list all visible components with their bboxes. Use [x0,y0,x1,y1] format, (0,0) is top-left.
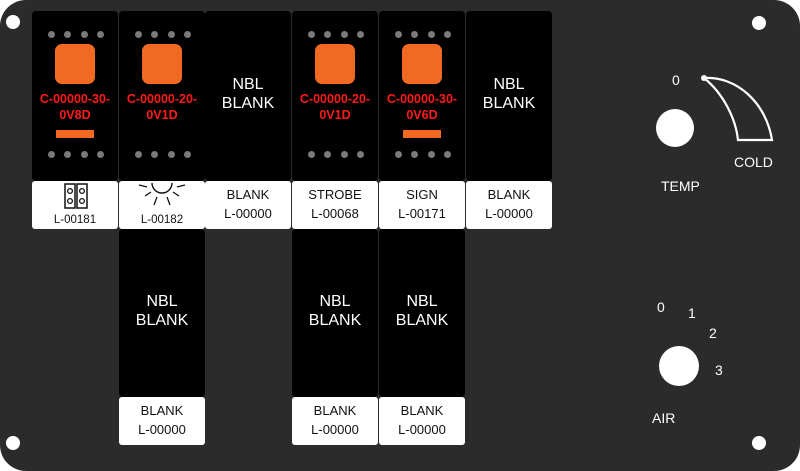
part-number: L-00000 [485,206,533,221]
contact-dots [395,151,451,158]
switch-code: C-00000-20- 0V1D [299,92,371,122]
contact-dots [308,151,364,158]
contact-dots [135,31,191,38]
blank-switch-title: NBL BLANK [395,293,449,329]
switch-label-4: STROBE L-00068 [292,181,378,229]
blank-switch-title: NBL BLANK [308,293,362,329]
rocker-switch-5[interactable]: C-00000-30- 0V6D [379,11,465,181]
air-position-1: 1 [688,305,696,321]
part-number: L-00000 [138,422,186,437]
label-function: BLANK [313,403,357,418]
indicator-lamp [55,44,95,84]
mounting-hole [6,436,20,450]
indicator-lamp [142,44,182,84]
temp-knob[interactable] [656,109,694,147]
label-function: BLANK [140,403,184,418]
switch-code: C-00000-30- 0V8D [39,92,111,122]
blank-switch-title: NBL BLANK [221,76,275,112]
part-number: L-00171 [398,206,446,221]
indicator-bar [56,130,94,138]
indicator-bar [403,130,441,138]
switch-label-2: L-00182 [119,181,205,229]
rocker-switch-4[interactable]: C-00000-20- 0V1D [292,11,378,181]
temp-scale-icon [701,75,774,142]
label-function: BLANK [226,187,270,202]
switch-label-1: L-00181 [32,181,118,229]
air-knob[interactable] [659,346,699,386]
part-number: L-00182 [140,214,184,226]
contact-dots [308,31,364,38]
light-rays-icon [138,182,186,206]
part-number: L-00000 [224,206,272,221]
blank-switch-title: NBL BLANK [482,76,536,112]
contact-dots [395,31,451,38]
mounting-hole [6,15,20,29]
part-number: L-00000 [398,422,446,437]
mounting-hole [752,16,766,30]
rocker-switch-2[interactable]: C-00000-20- 0V1D [119,11,205,181]
contact-dots [48,31,104,38]
part-number: L-00000 [311,422,359,437]
label-function: BLANK [487,187,531,202]
air-position-2: 2 [709,325,717,341]
switch-label-6: BLANK L-00000 [466,181,552,229]
indicator-lamp [402,44,442,84]
temp-min-label: 0 [672,72,680,88]
contact-dots [135,151,191,158]
switch-label-3: BLANK L-00000 [205,181,291,229]
part-number: L-00068 [311,206,359,221]
switch-label-7: BLANK L-00000 [119,397,205,445]
switch-code: C-00000-20- 0V1D [126,92,198,122]
temp-max-label: COLD [734,154,773,170]
label-function: BLANK [400,403,444,418]
label-function: STROBE [308,187,362,202]
air-position-3: 3 [715,362,723,378]
switch-label-5: SIGN L-00171 [379,181,465,229]
label-function: SIGN [406,187,438,202]
double-rocker-icon [64,183,88,209]
contact-dots [48,151,104,158]
air-position-0: 0 [657,299,665,315]
part-number: L-00181 [53,214,97,226]
air-title: AIR [652,410,676,426]
mounting-hole [752,436,766,450]
blank-switch-6[interactable]: NBL BLANK [466,11,552,181]
blank-switch-3[interactable]: NBL BLANK [205,11,291,181]
blank-switch-9[interactable]: NBL BLANK [379,229,465,397]
temp-title: TEMP [661,178,700,194]
indicator-lamp [315,44,355,84]
blank-switch-title: NBL BLANK [135,293,189,329]
switch-code: C-00000-30- 0V6D [386,92,458,122]
blank-switch-8[interactable]: NBL BLANK [292,229,378,397]
rocker-switch-1[interactable]: C-00000-30- 0V8D [32,11,118,181]
switch-label-9: BLANK L-00000 [379,397,465,445]
blank-switch-7[interactable]: NBL BLANK [119,229,205,397]
switch-label-8: BLANK L-00000 [292,397,378,445]
